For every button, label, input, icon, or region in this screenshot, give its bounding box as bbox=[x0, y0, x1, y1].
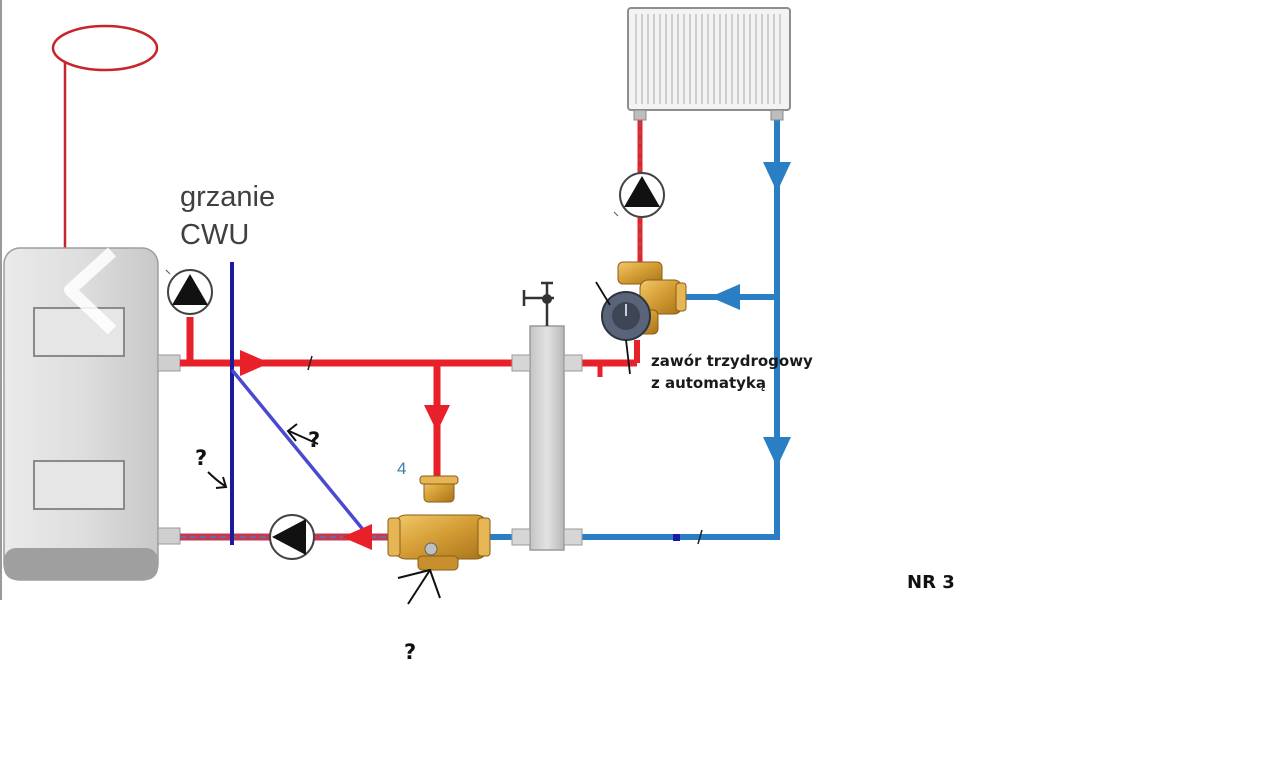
arrow-right-icon bbox=[240, 350, 270, 376]
arrow-down-icon bbox=[763, 162, 791, 192]
radiator-pump bbox=[613, 172, 665, 218]
supply-pipes bbox=[180, 118, 643, 478]
hot-water-heading-line-2: CWU bbox=[180, 219, 250, 251]
hot-water-heading: grzanie CWU bbox=[180, 178, 275, 254]
diagram-id-label: NR 3 bbox=[907, 572, 955, 593]
arrow-down-icon bbox=[763, 437, 791, 467]
boiler bbox=[3, 247, 181, 581]
return-pump bbox=[269, 514, 315, 560]
arrow-down-icon bbox=[424, 405, 450, 432]
question-mark-diagonal: ? bbox=[308, 428, 321, 452]
hydraulic-separator bbox=[511, 281, 583, 551]
three-way-valve-note-line-1: zawór trzydrogowy bbox=[651, 352, 813, 370]
chevron-left-icon bbox=[64, 247, 117, 335]
radiator bbox=[627, 7, 791, 121]
diagonal-bypass-line bbox=[230, 368, 367, 534]
hot-water-heading-line-1: grzanie bbox=[180, 181, 276, 213]
motorized-three-way-valve bbox=[595, 261, 687, 375]
question-mark-left: ? bbox=[195, 446, 208, 470]
brass-three-way-valve bbox=[387, 475, 491, 571]
three-way-valve-note-line-2: z automatyką bbox=[651, 374, 767, 392]
boiler-door-upper bbox=[33, 307, 125, 357]
annotation-arrows bbox=[207, 423, 441, 605]
return-pipe-marker bbox=[673, 534, 680, 541]
question-mark-bottom: ? bbox=[404, 640, 417, 664]
boiler-pump bbox=[165, 269, 213, 315]
arrow-left-icon bbox=[342, 524, 372, 550]
three-way-valve-note: zawór trzydrogowy z automatyką bbox=[651, 350, 813, 394]
vent-circle bbox=[51, 24, 159, 72]
valve-number: 4 bbox=[397, 459, 407, 478]
boiler-door-lower bbox=[33, 460, 125, 510]
arrow-left-icon bbox=[710, 284, 740, 310]
